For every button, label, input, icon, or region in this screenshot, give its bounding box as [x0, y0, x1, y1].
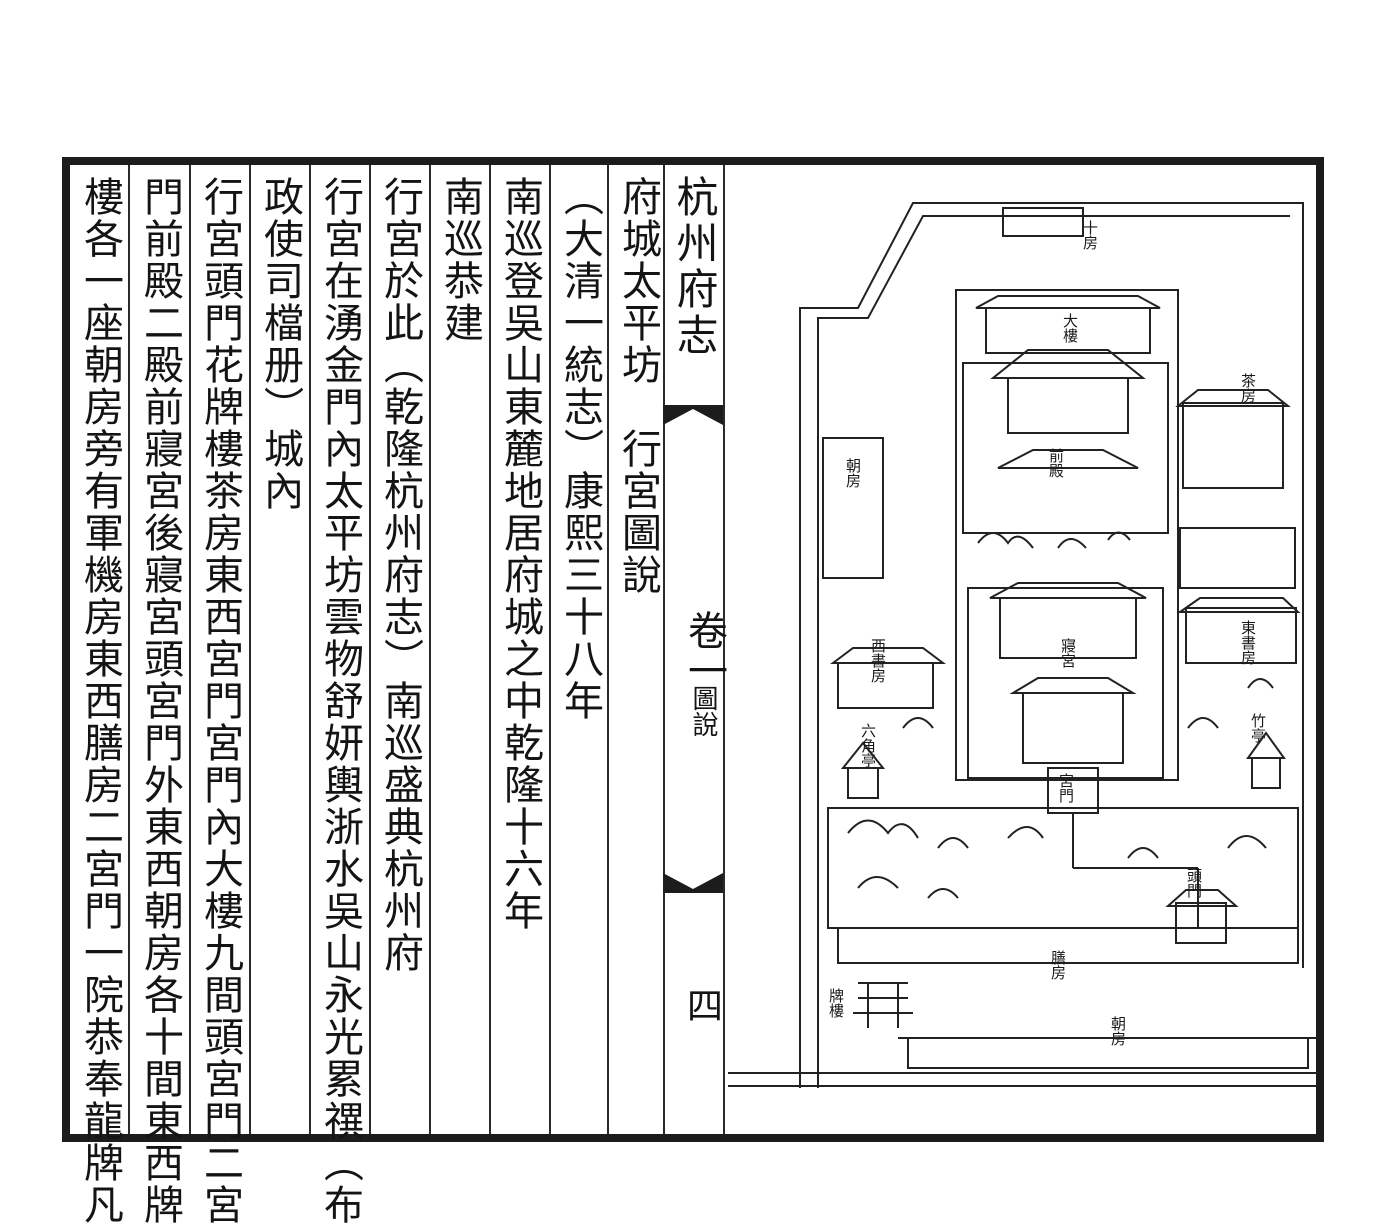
outer-wall	[799, 202, 1304, 1088]
map-label-rear-hall: 寢宮	[1059, 638, 1077, 668]
text-column-2: （大清一統志）康熙三十八年	[557, 176, 603, 722]
fishtail-top-mark	[663, 405, 723, 425]
text-column-10: 樓各一座朝房旁有軍機房東西膳房二宮門一院恭奉龍牌凡	[77, 176, 123, 1226]
rear-palace-body	[1022, 692, 1124, 764]
section-label: 圖說	[688, 685, 718, 737]
front-hall-courtyard	[962, 362, 1169, 534]
garden-rocks	[977, 531, 1131, 549]
rear-hall-courtyard	[967, 587, 1164, 779]
ten-rooms-building	[1002, 207, 1084, 237]
lower-courtyard	[827, 807, 1299, 929]
right-pavilion	[1246, 731, 1286, 789]
column-rule	[663, 165, 665, 1134]
outer-wall-inner	[817, 215, 1290, 1088]
tea-house	[1182, 402, 1284, 489]
fishtail-bottom-mark	[663, 873, 723, 893]
map-label-kitchen: 膳房	[1049, 950, 1067, 980]
palace-map-drawing: 十房 大樓 前殿 茶房 西書房 東書房 寢宮 宮門 頭門 膳房 朝房 六角亭 竹…	[728, 202, 1318, 1088]
lower-hall-roof	[989, 582, 1147, 599]
column-rule	[369, 165, 371, 1134]
lower-hall-body	[999, 597, 1137, 659]
east-wing	[1179, 527, 1296, 589]
text-column-4: 南巡恭建	[437, 176, 483, 344]
map-label-head-gate: 頭門	[1185, 868, 1203, 899]
text-column-5: 行宮於此（乾隆杭州府志）南巡盛典杭州府	[377, 176, 423, 974]
garden-rocks	[857, 835, 1267, 899]
map-label-ten-rooms: 十房	[1081, 220, 1099, 250]
text-column-9: 門前殿二殿前寢宮後寢宮頭宮門外東西朝房各十間東西牌	[137, 176, 183, 1226]
column-rule	[189, 165, 191, 1134]
column-rule	[128, 165, 130, 1134]
west-study-roof	[830, 647, 946, 664]
rear-hall-roof	[997, 449, 1139, 469]
column-rule	[607, 165, 609, 1134]
east-study	[1185, 607, 1297, 664]
column-rule	[249, 165, 251, 1134]
map-label-pavilion-left: 六角亭	[859, 723, 877, 768]
map-label-tower: 大樓	[1061, 313, 1079, 343]
volume-label: 卷一	[681, 610, 727, 690]
archway	[853, 982, 913, 1028]
east-study-roof	[1176, 597, 1301, 613]
kitchen-row	[837, 927, 1299, 964]
main-compound	[955, 289, 1179, 781]
column-rule	[489, 165, 491, 1134]
text-column-7: 政使司檔册）城內	[257, 176, 303, 512]
map-label-pavilion-right: 竹亭	[1249, 713, 1267, 743]
page-number: 四	[681, 987, 722, 1023]
text-column-3: 南巡登吳山東麓地居府城之中乾隆十六年	[497, 176, 543, 932]
left-pavilion	[840, 741, 886, 799]
rear-palace-roof	[1009, 677, 1137, 694]
map-label-main-hall: 前殿	[1047, 448, 1065, 478]
west-wing	[822, 437, 884, 579]
map-label-east-study: 東書房	[1239, 620, 1257, 665]
map-label-side-left: 朝房	[844, 458, 862, 488]
column-rule	[429, 165, 431, 1134]
palace-map: 十房 大樓 前殿 茶房 西書房 東書房 寢宮 宮門 頭門 膳房 朝房 六角亭 竹…	[728, 168, 1318, 1134]
front-hall-body	[1007, 377, 1129, 434]
map-label-archway: 牌樓	[827, 988, 845, 1018]
head-gate	[1175, 902, 1227, 944]
garden-rocks	[902, 678, 1274, 729]
text-column-8: 行宮頭門花牌樓茶房東西宮門宮門內大樓九間頭宮門二宮	[197, 176, 243, 1226]
map-label-palace-gate: 宮門	[1057, 773, 1075, 804]
top-hall-body	[985, 307, 1151, 354]
page-frame	[62, 157, 1324, 1142]
top-hall-roof	[975, 295, 1161, 309]
fold-column: 杭州府志 卷一 圖說 四	[663, 165, 727, 1134]
tea-house-roof	[1175, 389, 1291, 407]
map-label-west-study: 西書房	[869, 638, 887, 683]
text-column-1: 府城太平坊 行宮圖說	[615, 176, 661, 596]
column-rule	[549, 165, 551, 1134]
head-gate-roof	[1165, 889, 1239, 907]
column-rule	[723, 165, 725, 1134]
court-house-row	[907, 1037, 1309, 1069]
map-label-court-house: 朝房	[1109, 1016, 1127, 1046]
column-rule	[309, 165, 311, 1134]
garden-rocks	[847, 819, 1044, 849]
text-column-6: 行宮在湧金門內太平坊雲物舒妍輿浙水吳山永光累禩（布	[317, 176, 363, 1226]
map-label-tea-house: 茶房	[1239, 373, 1257, 403]
book-title: 杭州府志	[670, 175, 719, 359]
